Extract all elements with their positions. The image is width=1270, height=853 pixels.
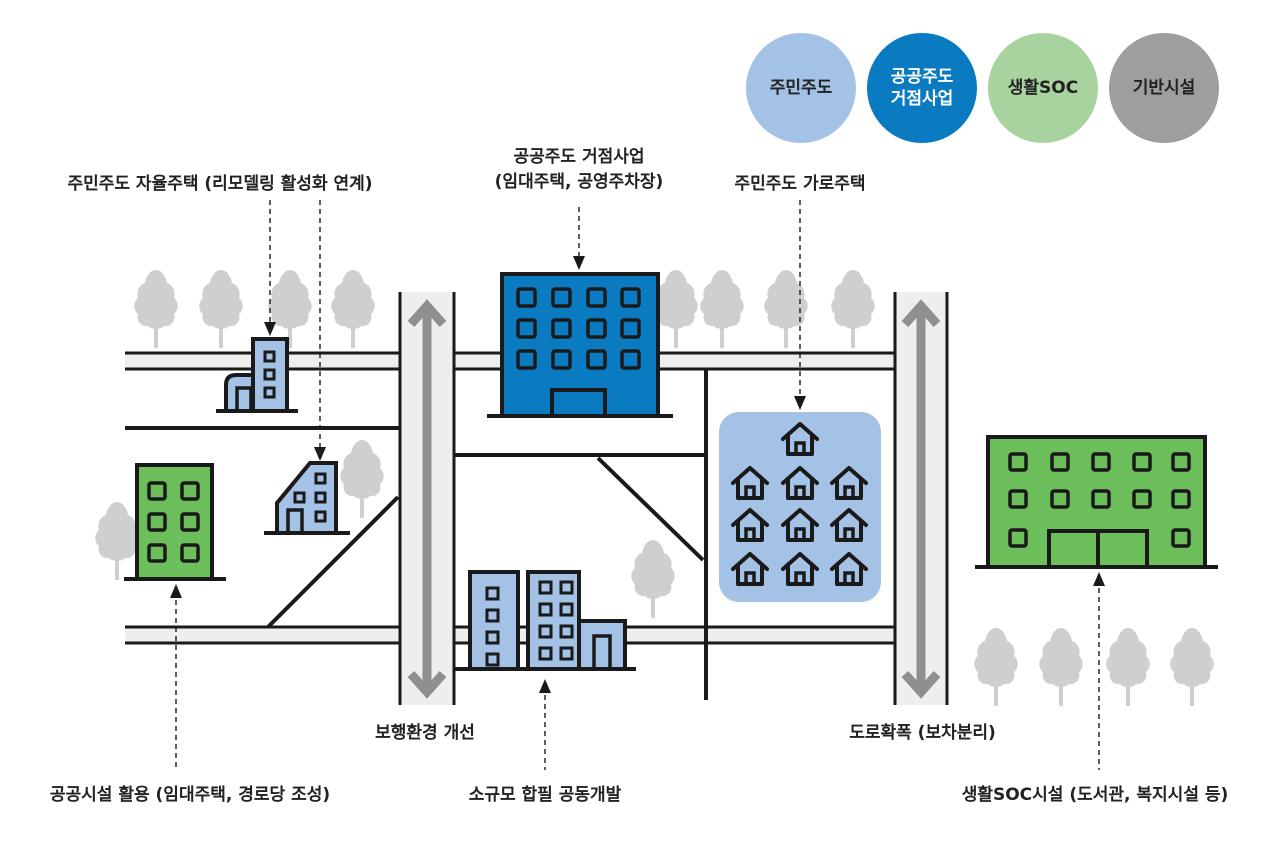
window-icon [559, 646, 574, 661]
window-icon [586, 287, 607, 308]
window-icon [1008, 489, 1028, 509]
tree-icon [700, 270, 744, 348]
legend-infra: 기반시설 [1109, 33, 1219, 143]
tree-icon [340, 440, 384, 518]
tree-icon [631, 540, 675, 618]
window-icon [1132, 489, 1152, 509]
tree-icon [199, 270, 243, 348]
street-housing-block [719, 412, 881, 602]
window-icon [538, 624, 553, 639]
window-icon [559, 580, 574, 595]
window-icon [1091, 452, 1111, 472]
window-icon [180, 543, 200, 563]
window-icon [1171, 489, 1191, 509]
window-icon [485, 652, 500, 667]
tree-icon [831, 270, 875, 348]
public-hub-building-icon [487, 272, 673, 418]
tree-icon [134, 270, 178, 348]
label-street-housing: 주민주도 가로주택 [734, 174, 866, 194]
window-icon [538, 580, 553, 595]
window-icon [586, 318, 607, 339]
tree-icon [654, 270, 698, 348]
lane-line [596, 456, 705, 562]
label-soc-facility: 생활SOC시설 (도서관, 복지시설 등) [961, 785, 1229, 805]
window-icon [1008, 528, 1028, 548]
window-icon [1091, 489, 1111, 509]
window-icon [1050, 489, 1070, 509]
tree-icon [268, 270, 312, 348]
window-icon [559, 624, 574, 639]
window-icon [516, 349, 537, 370]
legend-public-hub: 공공주도 거점사업 [867, 33, 977, 143]
label-public-hub: 공공주도 거점사업 (임대주택, 공영주차장) [494, 147, 664, 192]
window-icon [1008, 452, 1028, 472]
window-icon [559, 602, 574, 617]
window-icon [147, 512, 167, 532]
window-icon [1171, 528, 1191, 548]
tree-icon [331, 270, 375, 348]
window-icon [147, 481, 167, 501]
window-icon [586, 349, 607, 370]
window-icon [1132, 452, 1152, 472]
window-icon [551, 318, 572, 339]
window-icon [538, 602, 553, 617]
label-pedestrian: 보행환경 개선 [375, 723, 475, 743]
window-icon [620, 318, 641, 339]
window-icon [516, 287, 537, 308]
window-icon [180, 512, 200, 532]
window-icon [620, 349, 641, 370]
public-facility-building-icon [124, 463, 226, 581]
soc-facility-building-icon [975, 435, 1218, 569]
label-small-merge: 소규모 합필 공동개발 [468, 785, 622, 805]
window-icon [180, 481, 200, 501]
pointer-lines [175, 200, 1100, 770]
window-icon [538, 646, 553, 661]
window-icon [1171, 452, 1191, 472]
tree-icon [95, 502, 139, 580]
label-self-housing: 주민주도 자율주택 (리모델링 활성화 연계) [67, 174, 373, 194]
window-icon [485, 630, 500, 645]
self-housing-building-icon [216, 337, 298, 413]
window-icon [516, 318, 537, 339]
label-public-facility: 공공시설 활용 (임대주택, 경로당 조성) [49, 785, 331, 805]
pointer-arrowheads [170, 256, 1105, 693]
window-icon [485, 608, 500, 623]
tree-icon [1039, 628, 1083, 706]
window-icon [485, 586, 500, 601]
tree-icon [974, 628, 1018, 706]
legend-resident: 주민주도 [746, 33, 856, 143]
small-merge-buildings-icon [455, 570, 636, 671]
tree-icon [1170, 628, 1214, 706]
lane-line [266, 495, 400, 629]
tree-icon [764, 270, 808, 348]
window-icon [551, 287, 572, 308]
window-icon [551, 349, 572, 370]
window-icon [1050, 452, 1070, 472]
self-housing-building-2-icon [264, 461, 350, 535]
window-icon [147, 543, 167, 563]
window-icon [620, 287, 641, 308]
legend-soc: 생활SOC [988, 33, 1098, 143]
label-road-widening: 도로확폭 (보차분리) [849, 723, 996, 743]
tree-icon [1106, 628, 1150, 706]
